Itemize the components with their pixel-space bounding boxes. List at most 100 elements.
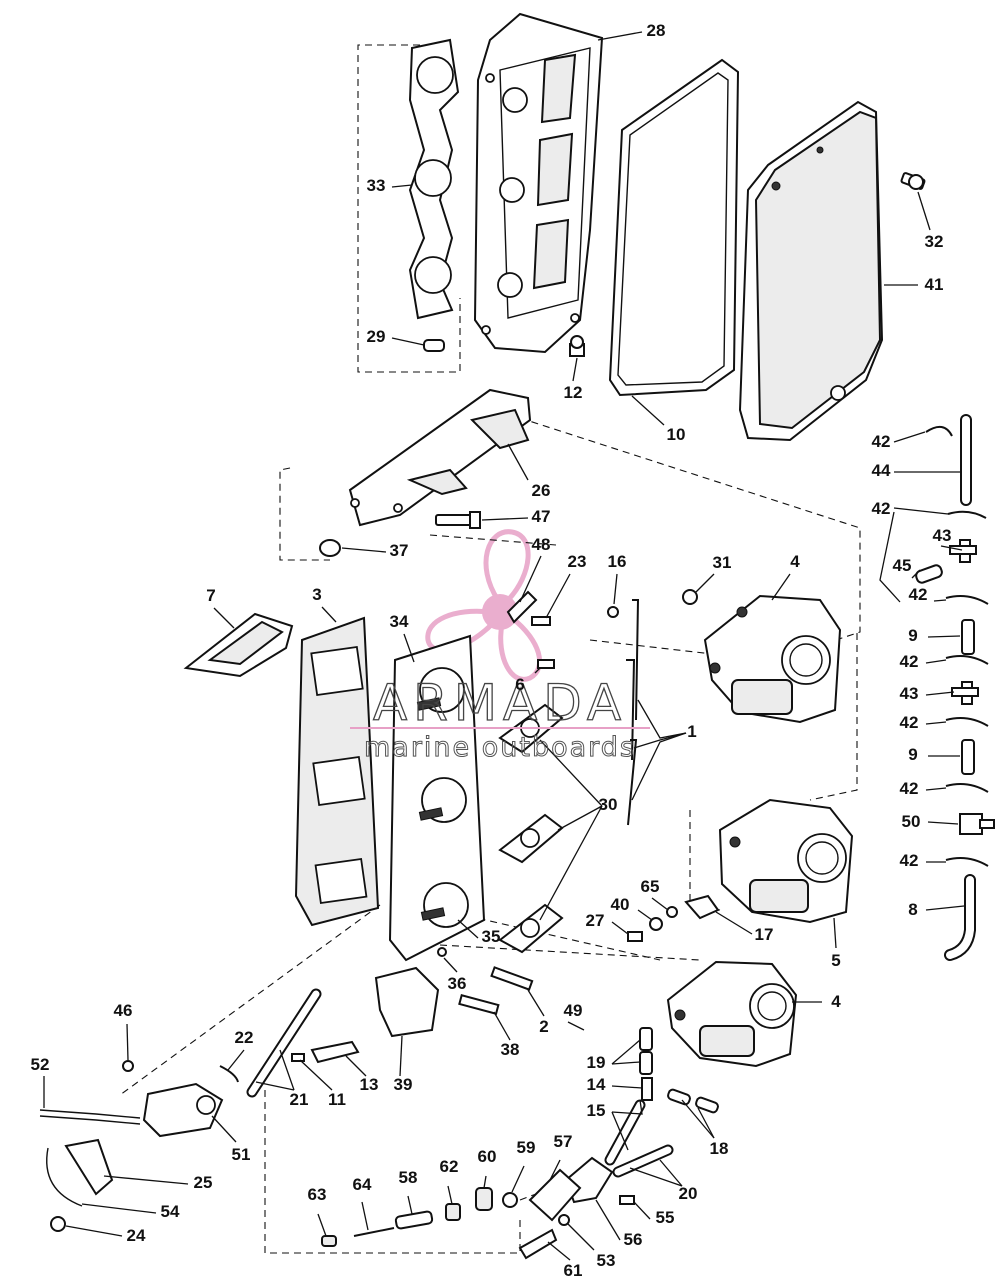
part-label-12: 12 <box>564 383 583 402</box>
part-50-tee <box>959 813 995 835</box>
part-51-solenoid <box>142 1082 224 1138</box>
part-label-57: 57 <box>554 1132 573 1151</box>
part-23-screw <box>531 616 551 626</box>
part-label-23: 23 <box>568 552 587 571</box>
part-45-hose <box>915 564 943 584</box>
part-33-gasket <box>408 38 460 320</box>
watermark-tagline: marine outboards <box>364 732 636 763</box>
armada-logo-icon <box>425 529 543 682</box>
part-24-screw <box>50 1216 66 1232</box>
part-label-42e: 42 <box>900 713 919 732</box>
part-label-1: 1 <box>687 722 696 741</box>
part-58-pin <box>394 1210 434 1230</box>
part-label-61: 61 <box>564 1261 583 1280</box>
part-2-bolt <box>490 966 534 991</box>
propeller-blade-top <box>483 529 531 603</box>
part-36-nut <box>437 947 447 957</box>
part-label-59: 59 <box>517 1138 536 1157</box>
part-label-48: 48 <box>532 535 551 554</box>
part-label-30: 30 <box>599 795 618 814</box>
watermark-brand: ARMADA <box>373 674 627 732</box>
part-40-washer <box>649 917 663 931</box>
part-label-10: 10 <box>667 425 686 444</box>
part-label-62: 62 <box>440 1157 459 1176</box>
part-21-hose <box>246 988 322 1098</box>
propeller-hub <box>482 594 518 630</box>
part-label-17: 17 <box>755 925 774 944</box>
part-label-8: 8 <box>908 900 917 919</box>
part-label-64: 64 <box>353 1175 372 1194</box>
part-42-clamp-a <box>925 425 953 437</box>
part-label-47: 47 <box>532 507 551 526</box>
part-63-spring <box>321 1235 337 1247</box>
part-label-39: 39 <box>394 1075 413 1094</box>
part-52-wire <box>39 1109 141 1125</box>
part-26-bracket <box>348 388 532 527</box>
part-label-34: 34 <box>390 612 409 631</box>
part-62-spring <box>445 1203 461 1221</box>
part-label-4b: 4 <box>831 992 841 1011</box>
part-label-20: 20 <box>679 1184 698 1203</box>
part-label-18: 18 <box>710 1139 729 1158</box>
part-7-leaf-valve <box>183 612 294 678</box>
part-label-6: 6 <box>515 675 524 694</box>
part-label-16: 16 <box>608 552 627 571</box>
part-19-hose-pieces <box>639 1027 653 1075</box>
part-41-intake-cover <box>738 100 884 442</box>
part-29-dowel-pin <box>423 339 445 352</box>
part-label-33: 33 <box>367 176 386 195</box>
part-42-clamp-f <box>945 783 989 793</box>
part-43-tee-a <box>949 539 977 563</box>
part-label-40: 40 <box>611 895 630 914</box>
part-label-3: 3 <box>312 585 321 604</box>
part-43-tee-b <box>951 681 979 705</box>
part-label-45: 45 <box>893 556 912 575</box>
part-42-clamp-g <box>945 857 989 867</box>
part-64-rod <box>353 1227 395 1237</box>
part-label-36: 36 <box>448 974 467 993</box>
part-label-26: 26 <box>532 481 551 500</box>
part-label-29: 29 <box>367 327 386 346</box>
propeller-blade-right <box>498 614 543 682</box>
part-label-21: 21 <box>290 1090 309 1109</box>
part-59-disc <box>502 1192 518 1208</box>
part-13-bracket <box>310 1040 360 1064</box>
part-label-42b: 42 <box>872 499 891 518</box>
part-25-clamp <box>64 1138 114 1196</box>
part-label-19: 19 <box>587 1053 606 1072</box>
part-label-49: 49 <box>564 1001 583 1020</box>
part-label-4a: 4 <box>790 552 800 571</box>
part-18-hose <box>667 1088 719 1114</box>
part-label-42g: 42 <box>900 851 919 870</box>
part-22-clip <box>219 1065 239 1083</box>
part-label-63: 63 <box>308 1185 327 1204</box>
part-42-clamp-b <box>947 510 987 519</box>
part-label-2: 2 <box>539 1017 548 1036</box>
part-label-42f: 42 <box>900 779 919 798</box>
part-10-cover-gasket <box>608 58 740 397</box>
part-label-35: 35 <box>482 927 501 946</box>
part-label-42d: 42 <box>900 652 919 671</box>
part-20-hose <box>612 1144 674 1178</box>
part-label-42c: 42 <box>909 585 928 604</box>
part-27-screw <box>627 931 643 942</box>
part-label-32: 32 <box>925 232 944 251</box>
part-31-nut <box>682 589 698 605</box>
part-label-56: 56 <box>624 1230 643 1249</box>
part-47-bolt <box>435 511 481 529</box>
part-label-14: 14 <box>587 1075 606 1094</box>
part-label-43a: 43 <box>933 526 952 545</box>
leader-lines <box>43 31 965 1261</box>
part-54-wire <box>46 1147 83 1207</box>
part-label-31: 31 <box>713 553 732 572</box>
part-label-58: 58 <box>399 1168 418 1187</box>
part-4-carburetor-lower <box>666 960 798 1068</box>
part-55-screw <box>619 1195 635 1205</box>
part-label-11: 11 <box>328 1090 346 1109</box>
part-4-carburetor-upper <box>703 594 842 724</box>
part-14-fitting <box>641 1077 653 1101</box>
part-65-clip <box>666 906 678 918</box>
part-label-7: 7 <box>206 586 215 605</box>
part-label-13: 13 <box>360 1075 379 1094</box>
part-label-53: 53 <box>597 1251 616 1270</box>
